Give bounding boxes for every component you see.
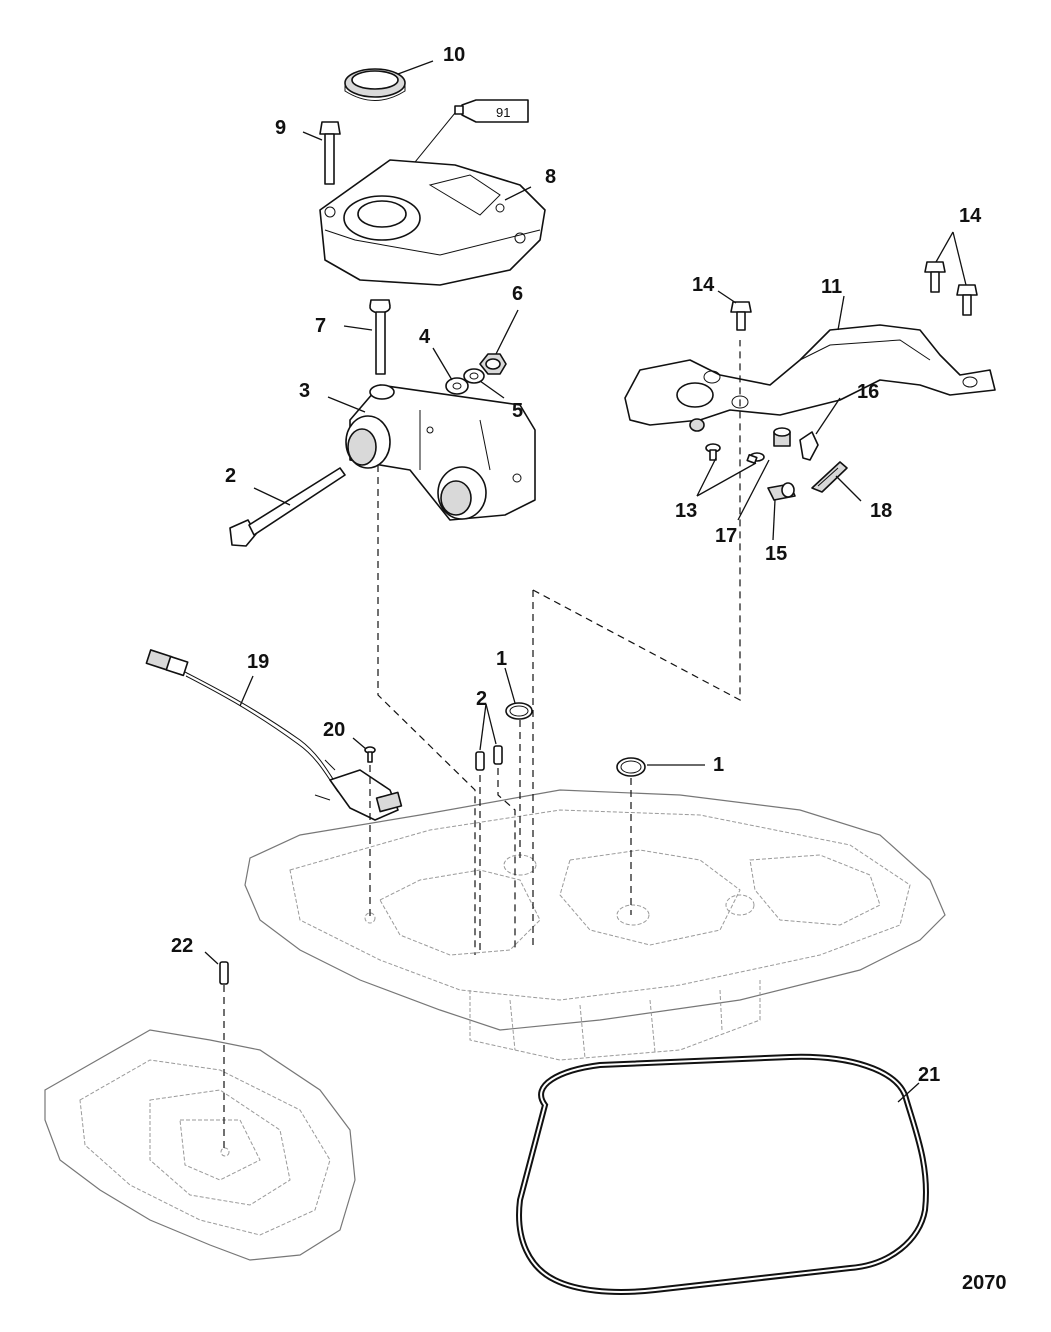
figure-number: 2070 bbox=[962, 1272, 1007, 1294]
callout-18: 18 bbox=[870, 500, 892, 522]
part-11-seal bbox=[344, 68, 406, 101]
callout-10: 9 bbox=[275, 117, 286, 139]
callout-6: 5 bbox=[512, 400, 523, 422]
part-10-bolt bbox=[319, 121, 341, 185]
part-6-washer bbox=[463, 368, 485, 384]
callout-11: 10 bbox=[443, 44, 465, 66]
part-20-screw bbox=[364, 746, 376, 763]
part-9-cover bbox=[319, 159, 546, 286]
part-12-bracket bbox=[624, 324, 996, 432]
part-19-sensor-harness bbox=[145, 649, 403, 821]
callout-5: 4 bbox=[419, 326, 431, 348]
part-14-bolt-a bbox=[730, 301, 752, 331]
callout-20: 20 bbox=[323, 719, 345, 741]
part-16-clip bbox=[799, 431, 819, 461]
callout-9: 8 bbox=[545, 166, 556, 188]
callout-2: 2 bbox=[476, 688, 487, 710]
part-3-valve-body bbox=[345, 384, 536, 521]
part-18-clip bbox=[811, 461, 848, 493]
part-13-screw-a bbox=[705, 443, 721, 461]
part-14-bolt-b bbox=[924, 261, 946, 293]
adapter-plate bbox=[244, 789, 946, 1061]
callout-4: 2 bbox=[225, 465, 236, 487]
part-8-bolt bbox=[369, 299, 391, 375]
callout-7: 6 bbox=[512, 283, 523, 305]
callout-17: 17 bbox=[715, 525, 737, 547]
part-2-dowel-pin-b bbox=[493, 745, 503, 765]
callout-22: 22 bbox=[171, 935, 193, 957]
assembly-guide-lines bbox=[223, 340, 741, 1150]
callout-8: 7 bbox=[315, 315, 326, 337]
part-2-dowel-pin-a bbox=[475, 751, 485, 771]
part-1-o-ring-b bbox=[616, 757, 646, 777]
part-17-bushing bbox=[773, 427, 791, 447]
callout-labels: 10 9 8 7 6 4 5 3 2 14 11 14 16 13 17 15 … bbox=[171, 44, 982, 1086]
callout-13: 13 bbox=[675, 500, 697, 522]
part-5-washer bbox=[445, 377, 469, 395]
part-22-pin bbox=[219, 961, 229, 985]
part-7-nut bbox=[479, 353, 507, 375]
leader-lines bbox=[204, 60, 967, 1103]
part-14-bolt-c bbox=[956, 284, 978, 316]
callout-15: 15 bbox=[765, 543, 787, 565]
part-13-screw-b bbox=[746, 452, 765, 464]
callout-14-b: 14 bbox=[959, 205, 982, 227]
lower-housing-ghost bbox=[44, 1029, 356, 1261]
sealant-tube-label: 91 bbox=[496, 105, 510, 120]
callout-1-b: 1 bbox=[713, 754, 724, 776]
callout-14-a: 14 bbox=[692, 274, 715, 296]
part-4-bolt bbox=[229, 467, 346, 547]
part-21-gasket bbox=[516, 1053, 929, 1295]
callout-12: 11 bbox=[821, 276, 842, 298]
callout-21: 21 bbox=[918, 1064, 940, 1086]
callout-1-a: 1 bbox=[496, 648, 507, 670]
part-1-o-ring-a bbox=[505, 702, 533, 720]
part-15-grommet bbox=[767, 482, 796, 501]
callout-16: 16 bbox=[857, 381, 879, 403]
callout-3: 3 bbox=[299, 380, 310, 402]
callout-19: 19 bbox=[247, 651, 269, 673]
